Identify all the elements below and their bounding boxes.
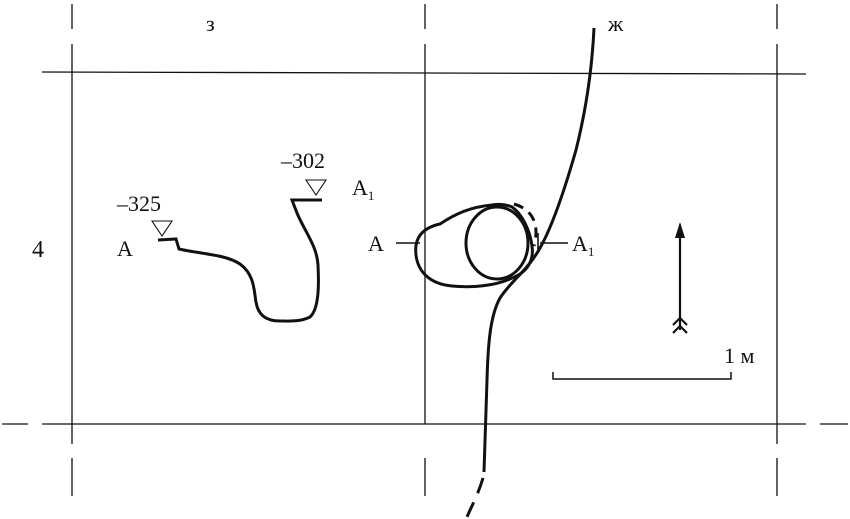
pit-dashed-contour — [513, 202, 538, 247]
boundary-line — [482, 27, 596, 473]
scale-bar-line — [552, 372, 732, 380]
column-label-z: з — [206, 11, 215, 36]
scale-bar: 1 м — [552, 343, 755, 380]
elevation-marker-end-icon — [304, 179, 328, 196]
grid-line-horizontal — [41, 71, 807, 75]
north-arrow-icon — [672, 222, 688, 334]
scale-bar-label: 1 м — [724, 343, 755, 368]
elevation-label-start: –325 — [116, 191, 161, 216]
pit-outer-contour — [414, 202, 534, 289]
profile-label-a1: А1 — [352, 175, 374, 203]
elevation-marker-start-icon — [150, 220, 174, 237]
plan-pit: А А1 — [368, 202, 594, 289]
pit-inner-contour — [464, 205, 530, 281]
profile-section: –325 А –302 А1 — [116, 148, 374, 323]
profile-line — [157, 198, 322, 323]
column-label-zh: ж — [607, 11, 624, 36]
boundary-line-dashed — [465, 477, 485, 518]
elevation-label-end: –302 — [280, 148, 325, 173]
section-label-a1: А1 — [572, 231, 594, 259]
row-label-4: 4 — [32, 237, 44, 263]
section-label-a: А — [368, 231, 384, 256]
profile-label-a: А — [117, 236, 133, 261]
grid — [2, 4, 848, 496]
